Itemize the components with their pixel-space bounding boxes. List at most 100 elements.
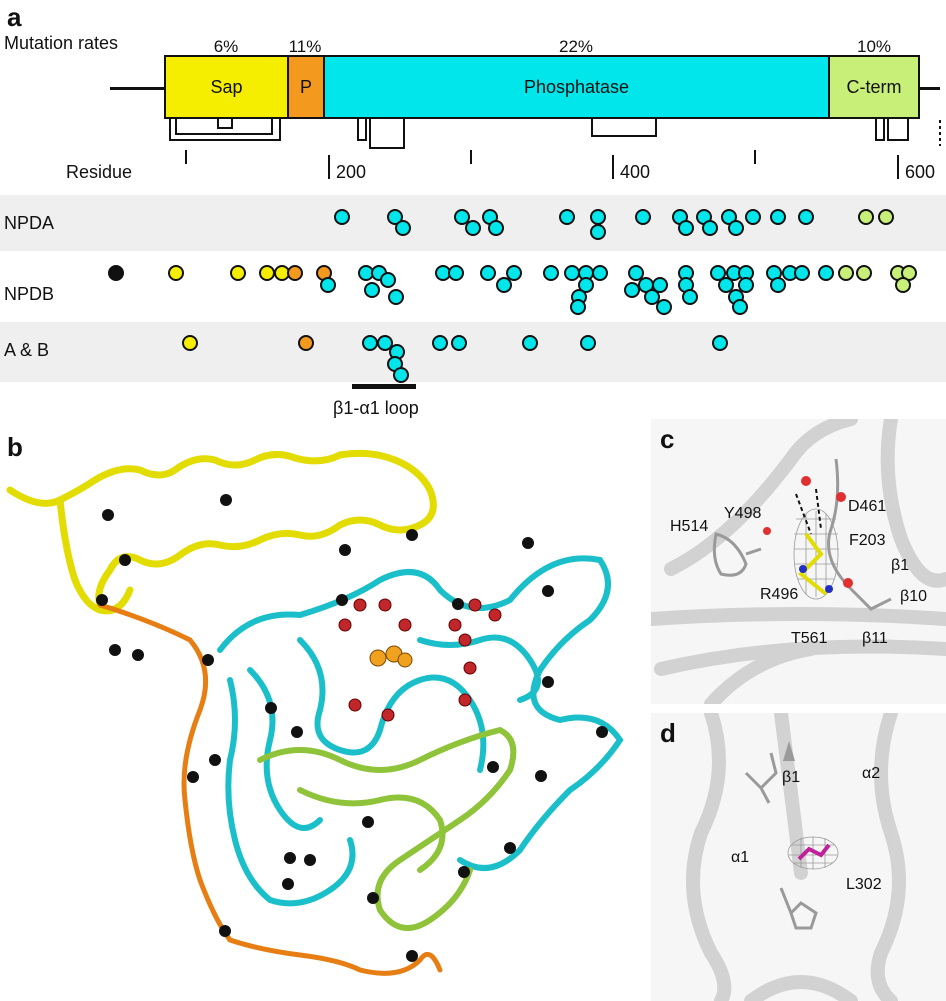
residue-600-label: 600: [905, 162, 936, 182]
mutation-dot: [770, 277, 786, 293]
mutation-dot: [895, 277, 911, 293]
mutation-dot: [678, 220, 694, 236]
mutation-dot: [334, 209, 350, 225]
mutation-dot: [506, 265, 522, 281]
mutation-dot: [543, 265, 559, 281]
mutation-dot: [590, 209, 606, 225]
npdb-row-label: NPDB: [4, 284, 55, 304]
label-t561: T561: [791, 630, 828, 647]
ab-row-label: A & B: [4, 340, 50, 360]
npda-row-label: NPDA: [4, 213, 55, 233]
mutation-dot: [738, 277, 754, 293]
mutation-dot: [745, 209, 761, 225]
label-beta10: β10: [900, 588, 927, 605]
mutation-dot: [858, 209, 874, 225]
panel-a-letter: a: [7, 2, 22, 32]
mutation-dots: [0, 0, 946, 400]
mutation-dot: [259, 265, 275, 281]
mutation-dot: [454, 209, 470, 225]
domain-phosphatase-label: Phosphatase: [523, 76, 630, 97]
mutation-dot: [712, 335, 728, 351]
residue-tick: [754, 150, 756, 164]
mutation-dot: [818, 265, 834, 281]
mutation-dot: [644, 289, 660, 305]
panel-c-letter: c: [660, 424, 675, 454]
disulfide-brackets: [169, 118, 941, 149]
label-d-beta1: β1: [782, 769, 801, 786]
p-rate: 11%: [288, 37, 322, 56]
mutation-dot: [465, 220, 481, 236]
mutation-dot: [770, 209, 786, 225]
mutation-rates-label: Mutation rates: [4, 33, 119, 53]
domain-cterm: C-term: [828, 55, 920, 119]
sap-rate: 6%: [213, 37, 239, 56]
label-alpha2: α2: [862, 765, 881, 782]
mutation-dot: [635, 209, 651, 225]
mutation-dot: [652, 277, 668, 293]
label-alpha1: α1: [731, 849, 750, 866]
label-beta11: β11: [862, 630, 888, 647]
mutation-dot: [732, 299, 748, 315]
mutation-dot: [570, 299, 586, 315]
protein-structure: [6, 449, 624, 976]
panel-c-image: [651, 419, 946, 704]
mutation-dot: [628, 265, 644, 281]
mutation-dot: [878, 209, 894, 225]
mutation-dot: [856, 265, 872, 281]
mutation-dot: [393, 367, 409, 383]
mutation-dot: [480, 265, 496, 281]
mutation-dot: [448, 265, 464, 281]
panel-d-letter: d: [660, 718, 676, 748]
mutation-dot: [362, 335, 378, 351]
residue-200-label: 200: [336, 162, 367, 182]
mutation-dot: [108, 265, 124, 281]
mutation-dot: [451, 335, 467, 351]
label-r496: R496: [760, 586, 799, 603]
panel-b-letter: b: [7, 432, 23, 462]
mutation-dot: [230, 265, 246, 281]
mutation-dot: [838, 265, 854, 281]
mutation-dot: [287, 265, 303, 281]
mutation-dot: [432, 335, 448, 351]
mutation-dot: [580, 335, 596, 351]
mutation-dot: [168, 265, 184, 281]
loop-label: β1-α1 loop: [333, 398, 419, 418]
residue-tick-200: [328, 155, 330, 179]
mutation-dot: [656, 299, 672, 315]
panel-d-image: [651, 713, 946, 1001]
domain-sap-label: Sap: [210, 76, 243, 97]
mutation-dot: [590, 224, 606, 240]
mutation-dot: [682, 289, 698, 305]
mutation-dot: [798, 209, 814, 225]
domain-p: P: [287, 55, 325, 119]
label-f203: F203: [849, 532, 886, 549]
mutation-dot: [320, 277, 336, 293]
ab-row: [0, 322, 946, 382]
mutation-dot: [395, 220, 411, 236]
domain-p-label: P: [299, 76, 312, 97]
mutation-dot: [718, 277, 734, 293]
label-h514: H514: [670, 518, 709, 535]
mutation-dot: [182, 335, 198, 351]
mutation-dot: [728, 220, 744, 236]
mutation-dot: [380, 272, 396, 288]
mutation-dot: [496, 277, 512, 293]
mutation-dot: [388, 289, 404, 305]
label-d461: D461: [848, 498, 887, 515]
mutation-dot: [794, 265, 810, 281]
residue-tick: [470, 150, 472, 164]
residue-tick: [185, 150, 187, 164]
residue-tick-600: [897, 155, 899, 179]
mutation-dot: [488, 220, 504, 236]
mutation-dot: [522, 335, 538, 351]
mutation-dot: [592, 265, 608, 281]
phosphatase-rate: 22%: [558, 37, 594, 56]
label-c-beta1: β1: [891, 557, 910, 574]
residue-label: Residue: [66, 162, 133, 182]
label-y498: Y498: [724, 505, 762, 522]
mutation-dot: [702, 220, 718, 236]
mutation-dot: [559, 209, 575, 225]
loop-bar: [352, 384, 416, 389]
mutation-dot: [364, 282, 380, 298]
cterm-rate: 10%: [856, 37, 892, 56]
